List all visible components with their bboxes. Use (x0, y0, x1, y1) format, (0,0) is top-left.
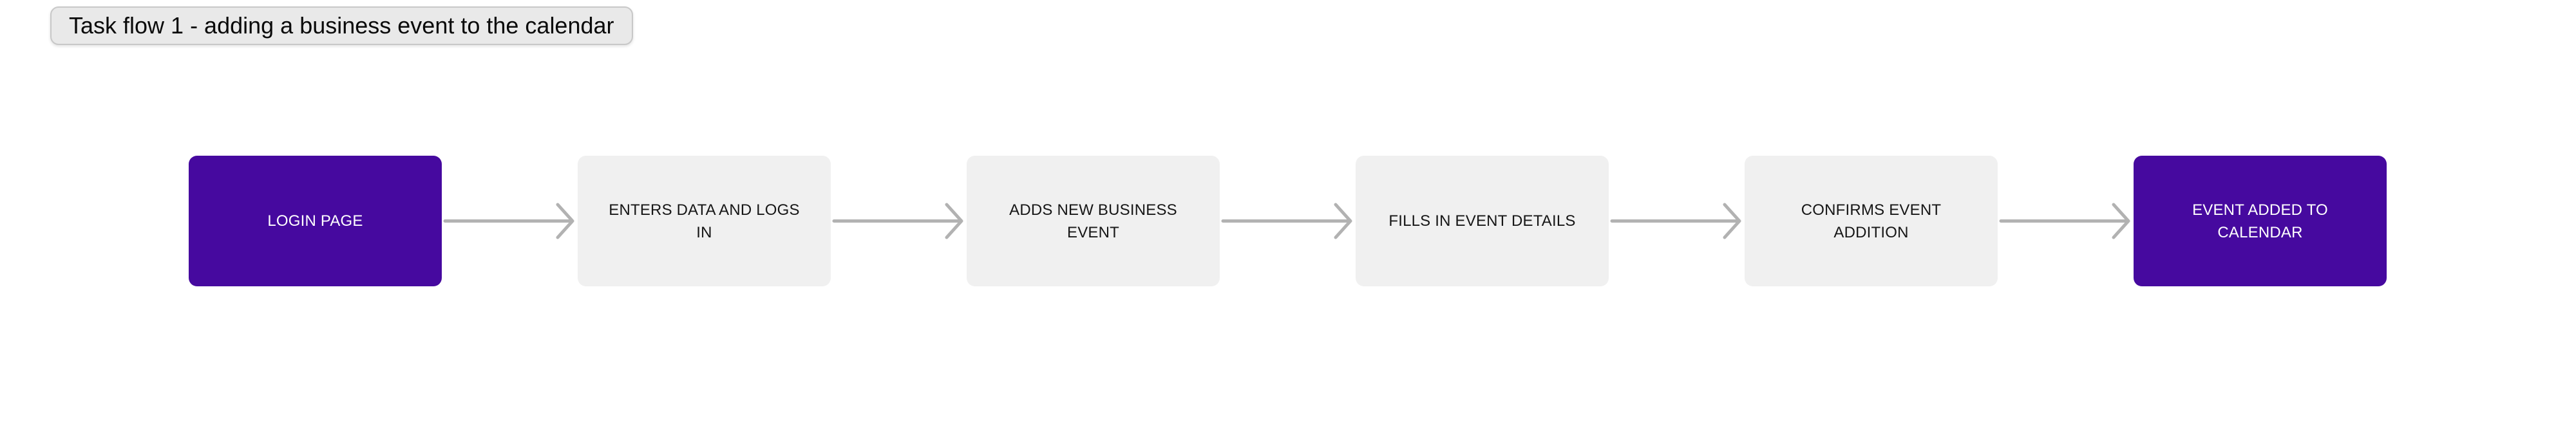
flow-row: LOGIN PAGE ENTERS DATA AND LOGS IN ADDS … (189, 156, 2387, 286)
step-confirms-event-addition[interactable]: CONFIRMS EVENT ADDITION (1745, 156, 1998, 286)
flow-arrow-icon[interactable] (1609, 156, 1745, 286)
step-fills-in-event-details[interactable]: FILLS IN EVENT DETAILS (1356, 156, 1609, 286)
step-login-page[interactable]: LOGIN PAGE (189, 156, 442, 286)
step-label: FILLS IN EVENT DETAILS (1388, 212, 1576, 230)
step-label: EVENT ADDED TO CALENDAR (2192, 201, 2328, 241)
flow-title-label: Task flow 1 - adding a business event to… (69, 12, 614, 39)
step-label: LOGIN PAGE (267, 212, 363, 230)
step-adds-new-business-event[interactable]: ADDS NEW BUSINESS EVENT (967, 156, 1220, 286)
flow-arrow-icon[interactable] (1220, 156, 1356, 286)
step-event-added-to-calendar[interactable]: EVENT ADDED TO CALENDAR (2134, 156, 2387, 286)
flow-arrow-icon[interactable] (442, 156, 578, 286)
step-label: CONFIRMS EVENT ADDITION (1801, 201, 1942, 241)
step-label: ENTERS DATA AND LOGS IN (609, 201, 800, 241)
step-label: ADDS NEW BUSINESS EVENT (1009, 201, 1177, 241)
flow-arrow-icon[interactable] (831, 156, 967, 286)
step-enters-data-and-logs-in[interactable]: ENTERS DATA AND LOGS IN (578, 156, 831, 286)
flow-arrow-icon[interactable] (1998, 156, 2134, 286)
flow-title-pill[interactable]: Task flow 1 - adding a business event to… (50, 6, 633, 45)
